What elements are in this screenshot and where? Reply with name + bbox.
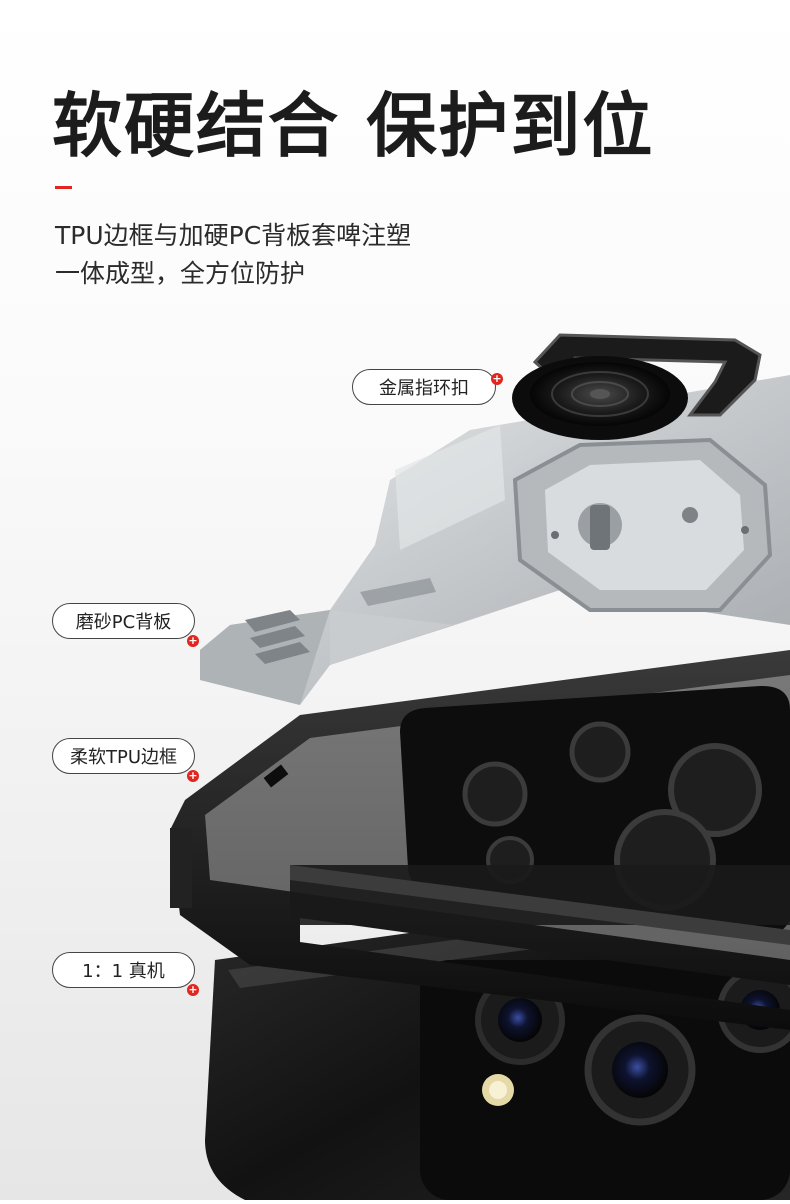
product-illustration: 金属指环扣 + 磨砂PC背板 + 柔软TPU边框 + 1：1 真机 +: [0, 320, 790, 1200]
phone-case-exploded-view: [170, 333, 790, 1200]
callout-label: 柔软TPU边框: [69, 747, 178, 768]
callout-label: 1：1 真机: [82, 961, 165, 982]
tpu-frame: [170, 650, 790, 1030]
plus-icon: +: [187, 634, 199, 647]
plus-icon: +: [187, 769, 199, 782]
callout-true-fit: 1：1 真机: [52, 952, 195, 988]
subtitle-line-1: TPU边框与加硬PC背板套啤注塑: [55, 221, 412, 250]
plus-icon: +: [187, 983, 199, 996]
pc-back-panel: [200, 375, 790, 705]
callout-pc-back: 磨砂PC背板: [52, 603, 195, 639]
callout-tpu-frame: 柔软TPU边框: [52, 738, 195, 774]
accent-divider: [55, 186, 72, 189]
callout-metal-ring: 金属指环扣: [352, 369, 496, 405]
callout-label: 金属指环扣: [379, 378, 469, 399]
plus-icon: +: [491, 372, 503, 385]
headline: 软硬结合 保护到位: [52, 85, 655, 167]
callout-label: 磨砂PC背板: [75, 612, 172, 633]
subtitle-line-2: 一体成型，全方位防护: [55, 259, 306, 288]
metal-ring-holder: [512, 333, 762, 440]
